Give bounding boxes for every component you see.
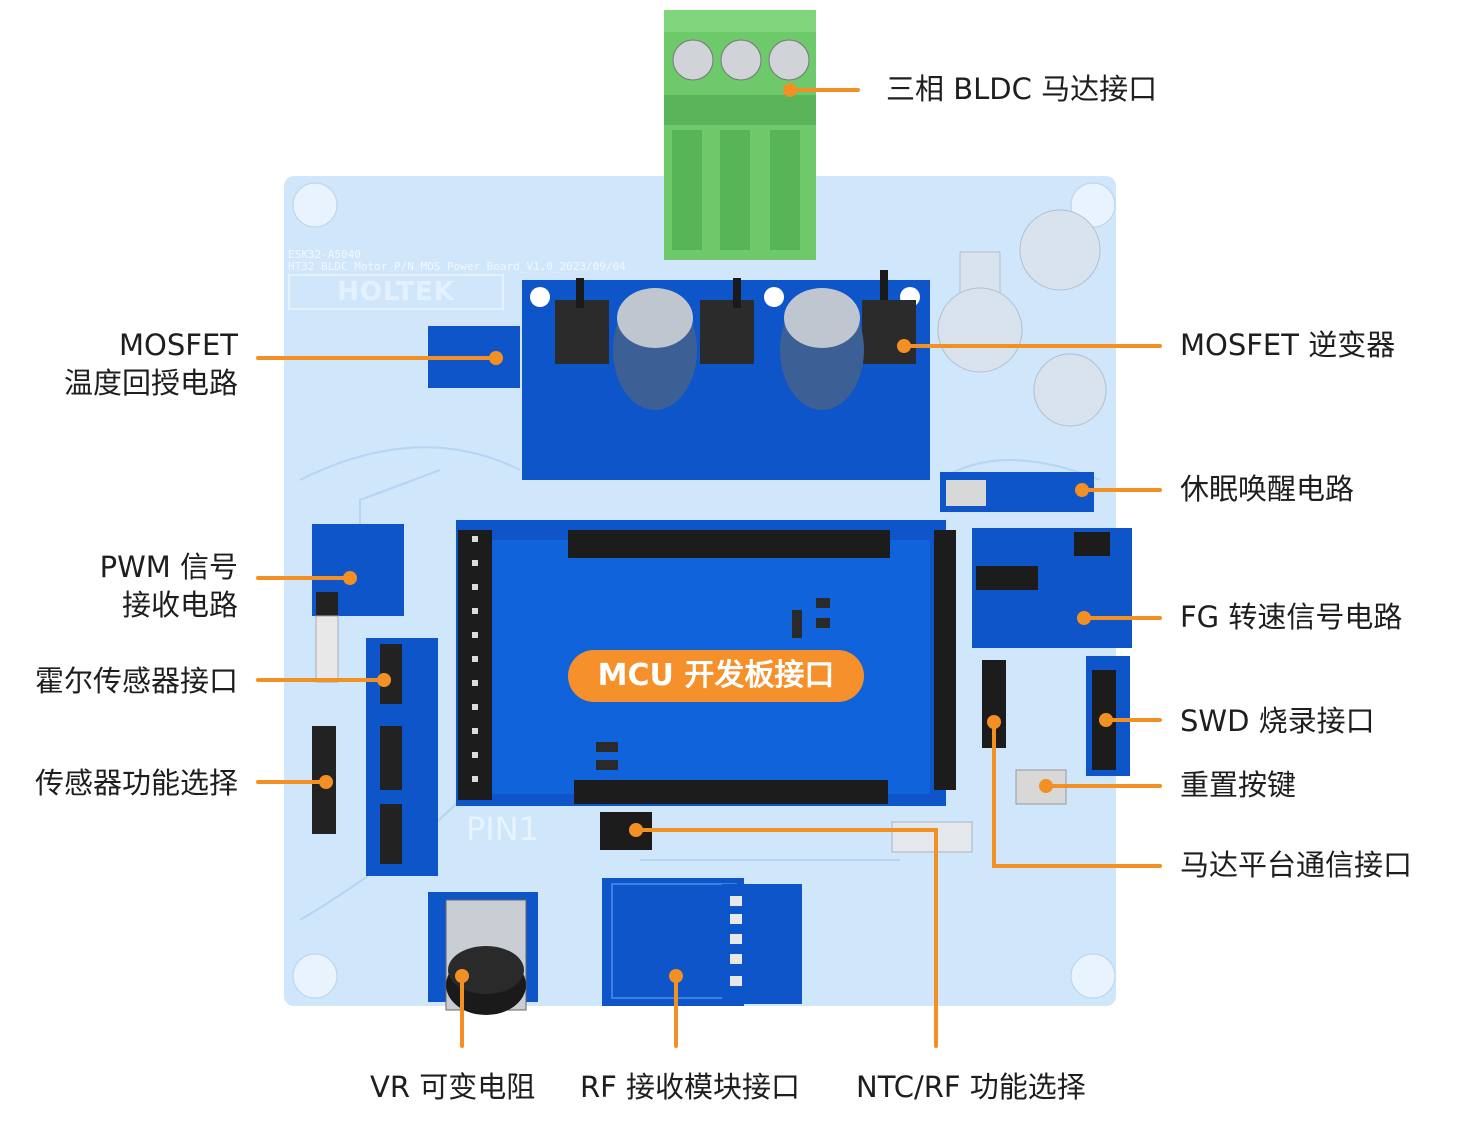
label-vr-potentiometer: VR 可变电阻 <box>370 1070 536 1104</box>
rf-pins <box>730 896 742 986</box>
label-mosfet-temp-feedback: MOSFET 温度回授电路 <box>40 326 238 402</box>
header-pins <box>472 536 478 782</box>
power-components <box>937 209 1107 427</box>
mcu-bottom-header <box>574 780 888 804</box>
label-mosfet-inverter: MOSFET 逆变器 <box>1180 328 1396 362</box>
electrolytic-capacitor <box>613 288 864 410</box>
label-reset-button: 重置按键 <box>1180 768 1297 802</box>
label-mosfet-temp-line1: MOSFET <box>119 328 238 362</box>
label-hall-sensor-interface: 霍尔传感器接口 <box>34 664 238 698</box>
label-pwm-receiver: PWM 信号 接收电路 <box>40 548 238 624</box>
holtek-logo: HOLTEK <box>288 274 504 310</box>
fg-jumper <box>1074 532 1110 556</box>
mcu-interface-badge: MCU 开发板接口 <box>568 650 864 702</box>
label-pwm-line1: PWM 信号 <box>99 550 238 584</box>
test-points <box>576 270 888 308</box>
label-pwm-line2: 接收电路 <box>121 588 238 622</box>
pwm-header <box>316 592 338 616</box>
potentiometer <box>445 899 527 1015</box>
rf-module-pcb <box>602 878 744 1006</box>
fg-header <box>976 566 1038 590</box>
board-model: ESK32-A5040 <box>288 248 361 261</box>
label-rf-receiver-interface: RF 接收模块接口 <box>580 1070 801 1104</box>
sw1-switch <box>891 821 973 853</box>
mcu-top-header <box>568 530 890 558</box>
mosfet <box>555 300 916 364</box>
label-ntc-rf-select: NTC/RF 功能选择 <box>856 1070 1086 1104</box>
mount-hole-top-left <box>292 182 338 228</box>
callout-lines <box>256 88 1162 1048</box>
traces <box>299 446 1101 921</box>
mcu-right-header <box>934 530 956 790</box>
hole <box>530 287 550 307</box>
label-fg-speed-signal: FG 转速信号电路 <box>1180 600 1403 634</box>
hall-jumper <box>380 644 402 864</box>
label-bldc-motor-interface: 三相 BLDC 马达接口 <box>886 72 1158 106</box>
sleep-button <box>946 480 986 506</box>
label-motor-comm-interface: 马达平台通信接口 <box>1180 848 1413 882</box>
terminal-block <box>664 10 816 260</box>
label-sleep-wake-circuit: 休眠唤醒电路 <box>1180 472 1355 506</box>
hole <box>764 287 784 307</box>
label-swd-programming: SWD 烧录接口 <box>1180 704 1375 738</box>
uart-header <box>315 615 339 683</box>
pin1-label: PIN1 <box>466 810 540 848</box>
mcu-left-header <box>458 530 492 800</box>
callout-dots <box>319 83 1113 983</box>
label-sensor-function-select: 传感器功能选择 <box>34 766 238 800</box>
mount-hole-bottom-right <box>1070 953 1116 999</box>
board-description: HT32 BLDC Motor P/N MOS Power Board_V1.0… <box>288 260 626 273</box>
smd-parts <box>596 598 830 770</box>
label-mosfet-temp-line2: 温度回授电路 <box>63 366 238 400</box>
mount-hole-bottom-left <box>292 953 338 999</box>
